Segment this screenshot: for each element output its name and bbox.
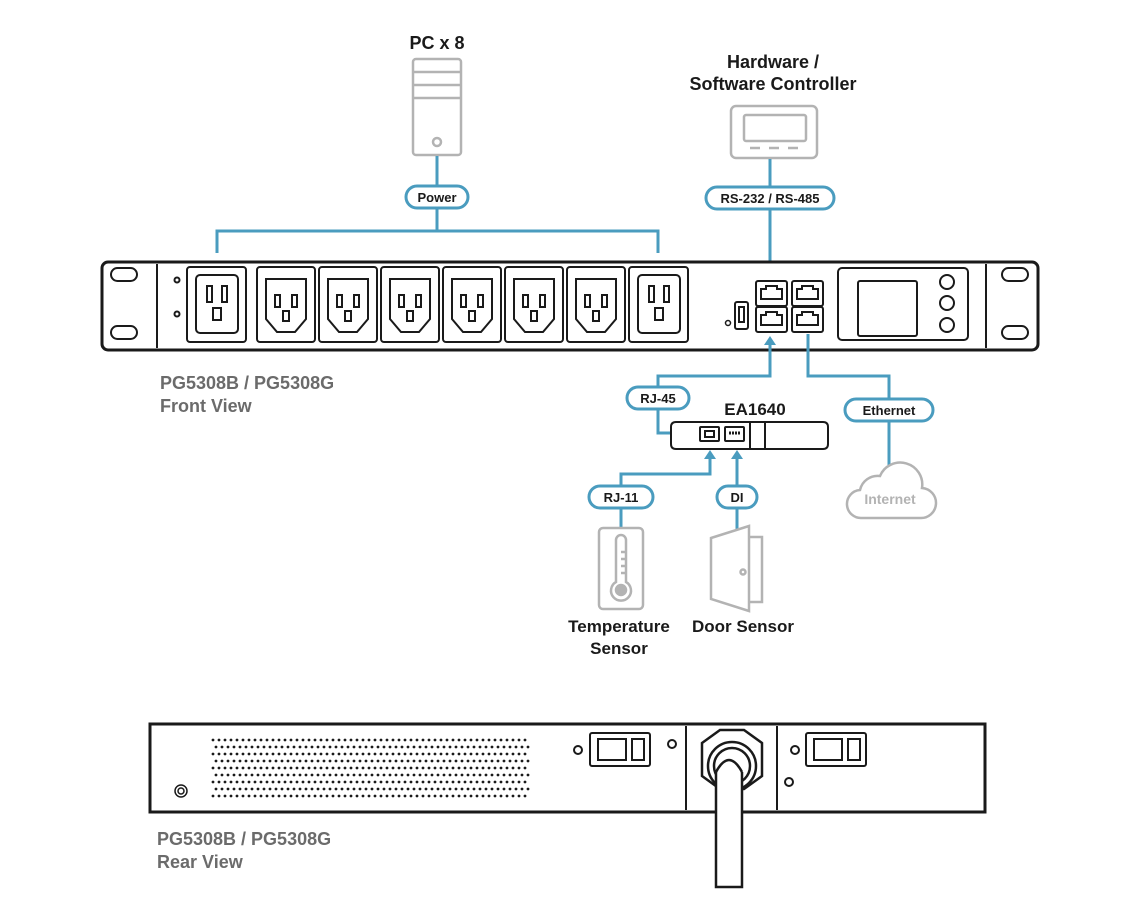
pc-label: PC x 8 [409,33,464,53]
internet-label: Internet [864,491,916,507]
door-sensor-icon [709,524,764,613]
power-connection-tag: Power [404,184,470,210]
rack-ear-slot-icon [110,325,138,340]
rj45-arrow-icon [764,336,776,345]
c13-outlet-icon [566,266,626,343]
pdu-rear-chassis [148,722,987,814]
c13-outlet-icon [504,266,564,343]
breaker-latch-icon [784,732,867,787]
ea1640-label: EA1640 [724,400,785,419]
lcd-display-panel [837,267,969,341]
control-button-icon [939,317,955,333]
ground-screw-icon [174,784,188,798]
c13-outlet-icon [318,266,378,343]
ea1640-device-icon [670,421,829,450]
svg-text:Power: Power [417,190,456,205]
rj45-port-block-icon [755,280,824,333]
rear-view-model: PG5308B / PG5308G [157,829,331,849]
rack-ear-slot-icon [1001,267,1029,282]
di-arrow-icon [731,450,743,459]
svg-text:RS-232 / RS-485: RS-232 / RS-485 [721,191,820,206]
control-button-icon [939,274,955,290]
controller-device-icon [729,104,819,160]
svg-text:Ethernet: Ethernet [863,403,916,418]
rack-ear-slot-icon [1001,325,1029,340]
rear-view-label: Rear View [157,852,244,872]
breaker-latch-icon [573,732,677,767]
power-cord-icon [714,758,744,889]
reset-pinhole-icon [724,319,732,327]
c19-outlet-icon [628,266,689,343]
c13-outlet-icon [256,266,316,343]
controller-label-line2: Software Controller [689,74,856,94]
temperature-sensor-label-line2: Sensor [590,639,648,658]
usb-port-icon [734,301,749,330]
rear-vent-grille [211,738,530,798]
svg-text:RJ-45: RJ-45 [640,391,675,406]
rj45-connection-tag: RJ-45 [625,385,691,411]
serial-connection-tag: RS-232 / RS-485 [704,185,836,211]
c13-outlet-icon [380,266,440,343]
rj11-arrow-icon [704,450,716,459]
front-view-model: PG5308B / PG5308G [160,373,334,393]
svg-text:DI: DI [731,490,744,505]
svg-text:RJ-11: RJ-11 [604,490,639,505]
di-connection-tag: DI [715,484,759,510]
internet-cloud-icon: Internet [845,461,938,520]
ethernet-connection-tag: Ethernet [843,397,935,423]
door-sensor-label: Door Sensor [692,617,794,636]
front-view-label: Front View [160,396,253,416]
thermometer-icon [597,526,645,611]
pc-tower-icon [411,57,463,157]
c19-outlet-icon [173,266,247,343]
controller-label-line1: Hardware / [727,52,819,72]
control-button-icon [939,295,955,311]
temperature-sensor-label-line1: Temperature [568,617,670,636]
rj11-connection-tag: RJ-11 [587,484,655,510]
c13-outlet-icon [442,266,502,343]
rack-ear-slot-icon [110,267,138,282]
